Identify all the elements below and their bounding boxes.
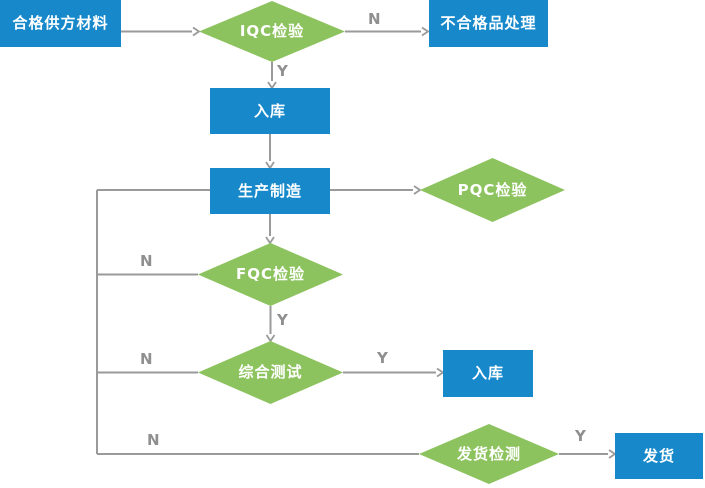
edge-label-shipping-yes: Y xyxy=(575,427,586,445)
node-storage-in-2: 入库 xyxy=(443,350,533,397)
node-production: 生产制造 xyxy=(210,168,330,214)
edge-label-fqc-no: N xyxy=(140,252,153,270)
edge-label-combined-test-no: N xyxy=(140,350,153,368)
node-storage-in: 入库 xyxy=(210,88,330,134)
edge-label-iqc-no: N xyxy=(368,10,381,28)
node-nonconforming-handling: 不合格品处理 xyxy=(429,0,548,47)
edge-label-iqc-yes: Y xyxy=(277,62,288,80)
node-supplier-materials: 合格供方材料 xyxy=(0,0,121,47)
node-shipment: 发货 xyxy=(615,433,703,479)
edge-label-shipping-no: N xyxy=(147,431,160,449)
edge-label-fqc-yes: Y xyxy=(277,311,288,329)
edge-label-combined-test-yes: Y xyxy=(377,349,388,367)
